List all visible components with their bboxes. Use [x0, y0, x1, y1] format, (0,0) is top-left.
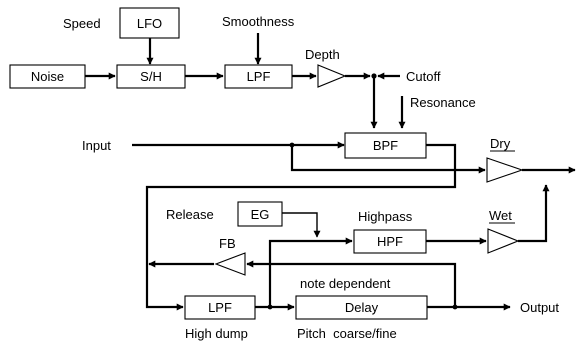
wire-delay-to-fb	[246, 260, 457, 307]
hpf-label: HPF	[377, 234, 403, 249]
depth-amplifier-triangle	[317, 64, 347, 88]
delay-label: Delay	[345, 300, 379, 315]
delay-block: Delay	[295, 295, 428, 320]
junction-dot	[267, 304, 273, 310]
resonance-label: Resonance	[410, 95, 476, 110]
depth-label: Depth	[305, 47, 340, 62]
lfo-label: LFO	[137, 16, 162, 31]
junction-dots	[267, 73, 458, 310]
eg-label: EG	[251, 207, 270, 222]
high-dump-label: High dump	[185, 326, 248, 341]
note-dependent-label: note dependent	[300, 276, 391, 291]
smoothness-label: Smoothness	[222, 14, 295, 29]
junction-dot	[371, 73, 377, 79]
wire-input-to-dry	[290, 145, 486, 174]
connection-wires	[85, 33, 576, 311]
wire-eg-to-hpf	[282, 212, 321, 238]
noise-block: Noise	[9, 64, 86, 89]
lpf-top-block: LPF	[224, 64, 293, 89]
wet-amplifier-triangle	[487, 228, 520, 254]
highpass-label: Highpass	[358, 209, 413, 224]
eg-block: EG	[237, 201, 283, 227]
junction-dot	[452, 304, 458, 310]
release-label: Release	[166, 207, 214, 222]
diagram-labels: Speed Smoothness Depth Cutoff Resonance …	[63, 14, 559, 341]
input-label: Input	[82, 138, 111, 153]
dry-amplifier-triangle	[486, 157, 524, 183]
pitch-label: Pitch coarse/fine	[297, 326, 397, 341]
speed-label: Speed	[63, 16, 101, 31]
wet-label: Wet	[489, 208, 512, 223]
bpf-block: BPF	[344, 132, 427, 159]
lpf-bottom-label: LPF	[208, 300, 232, 315]
fb-label: FB	[219, 236, 236, 251]
wire-feedback-to-hpf	[268, 237, 353, 307]
lpf-bottom-block: LPF	[184, 295, 256, 320]
hpf-block: HPF	[353, 229, 427, 254]
junction-dot	[289, 142, 295, 148]
sample-hold-label: S/H	[140, 69, 162, 84]
lpf-top-label: LPF	[247, 69, 271, 84]
cutoff-label: Cutoff	[406, 69, 441, 84]
feedback-amplifier-triangle	[214, 252, 246, 276]
wire-wet-to-output	[518, 184, 550, 243]
dry-label: Dry	[490, 136, 511, 151]
bpf-label: BPF	[373, 138, 398, 153]
sample-hold-block: S/H	[116, 64, 186, 89]
lfo-block: LFO	[119, 7, 180, 39]
output-label: Output	[520, 300, 559, 315]
noise-label: Noise	[31, 69, 64, 84]
wire-bpf-to-delay-chain	[145, 143, 457, 311]
